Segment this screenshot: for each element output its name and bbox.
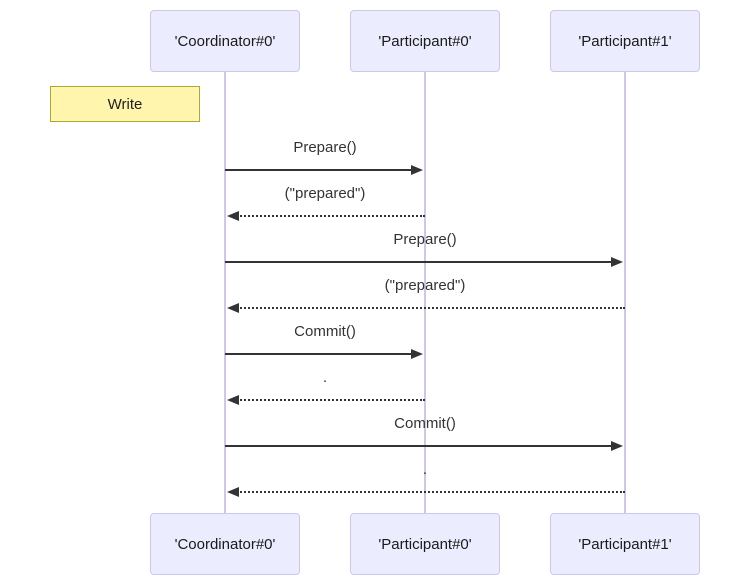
arrow-line	[237, 215, 425, 217]
arrowhead-right-icon	[411, 349, 423, 359]
actor-box-bottom-participant0: 'Participant#0'	[350, 513, 500, 575]
message-arrow-8	[227, 486, 625, 498]
actor-label: 'Participant#1'	[578, 535, 672, 553]
actor-box-top-participant0: 'Participant#0'	[350, 10, 500, 72]
note-label: Write	[107, 95, 143, 113]
message-label-7: Commit()	[394, 415, 456, 432]
message-label-8: .	[422, 461, 428, 478]
arrow-line	[237, 307, 625, 309]
lifeline-coordinator0	[224, 72, 226, 513]
message-label-1: Prepare()	[293, 139, 357, 156]
message-arrow-3	[225, 256, 623, 268]
arrow-line	[237, 399, 425, 401]
arrowhead-left-icon	[227, 395, 239, 405]
lifeline-participant1	[624, 72, 626, 513]
actor-box-top-coordinator0: 'Coordinator#0'	[150, 10, 300, 72]
lifeline-participant0	[424, 72, 426, 513]
arrowhead-left-icon	[227, 487, 239, 497]
actor-label: 'Coordinator#0'	[174, 32, 276, 50]
message-label-5: Commit()	[294, 323, 356, 340]
message-arrow-4	[227, 302, 625, 314]
message-label-3: Prepare()	[393, 231, 457, 248]
arrowhead-left-icon	[227, 303, 239, 313]
arrow-line	[225, 445, 613, 447]
arrowhead-right-icon	[411, 165, 423, 175]
message-label-4: ("prepared")	[384, 277, 466, 294]
arrow-line	[225, 353, 413, 355]
message-arrow-5	[225, 348, 423, 360]
arrow-line	[237, 491, 625, 493]
message-arrow-2	[227, 210, 425, 222]
actor-box-bottom-coordinator0: 'Coordinator#0'	[150, 513, 300, 575]
message-arrow-1	[225, 164, 423, 176]
message-arrow-7	[225, 440, 623, 452]
actor-label: 'Participant#1'	[578, 32, 672, 50]
actor-box-bottom-participant1: 'Participant#1'	[550, 513, 700, 575]
actor-box-top-participant1: 'Participant#1'	[550, 10, 700, 72]
arrowhead-right-icon	[611, 441, 623, 451]
note-box: Write	[50, 86, 200, 122]
actor-label: 'Participant#0'	[378, 32, 472, 50]
arrow-line	[225, 169, 413, 171]
arrowhead-right-icon	[611, 257, 623, 267]
arrowhead-left-icon	[227, 211, 239, 221]
actor-label: 'Participant#0'	[378, 535, 472, 553]
actor-label: 'Coordinator#0'	[174, 535, 276, 553]
arrow-line	[225, 261, 613, 263]
message-label-6: .	[322, 369, 328, 386]
message-arrow-6	[227, 394, 425, 406]
message-label-2: ("prepared")	[284, 185, 366, 202]
